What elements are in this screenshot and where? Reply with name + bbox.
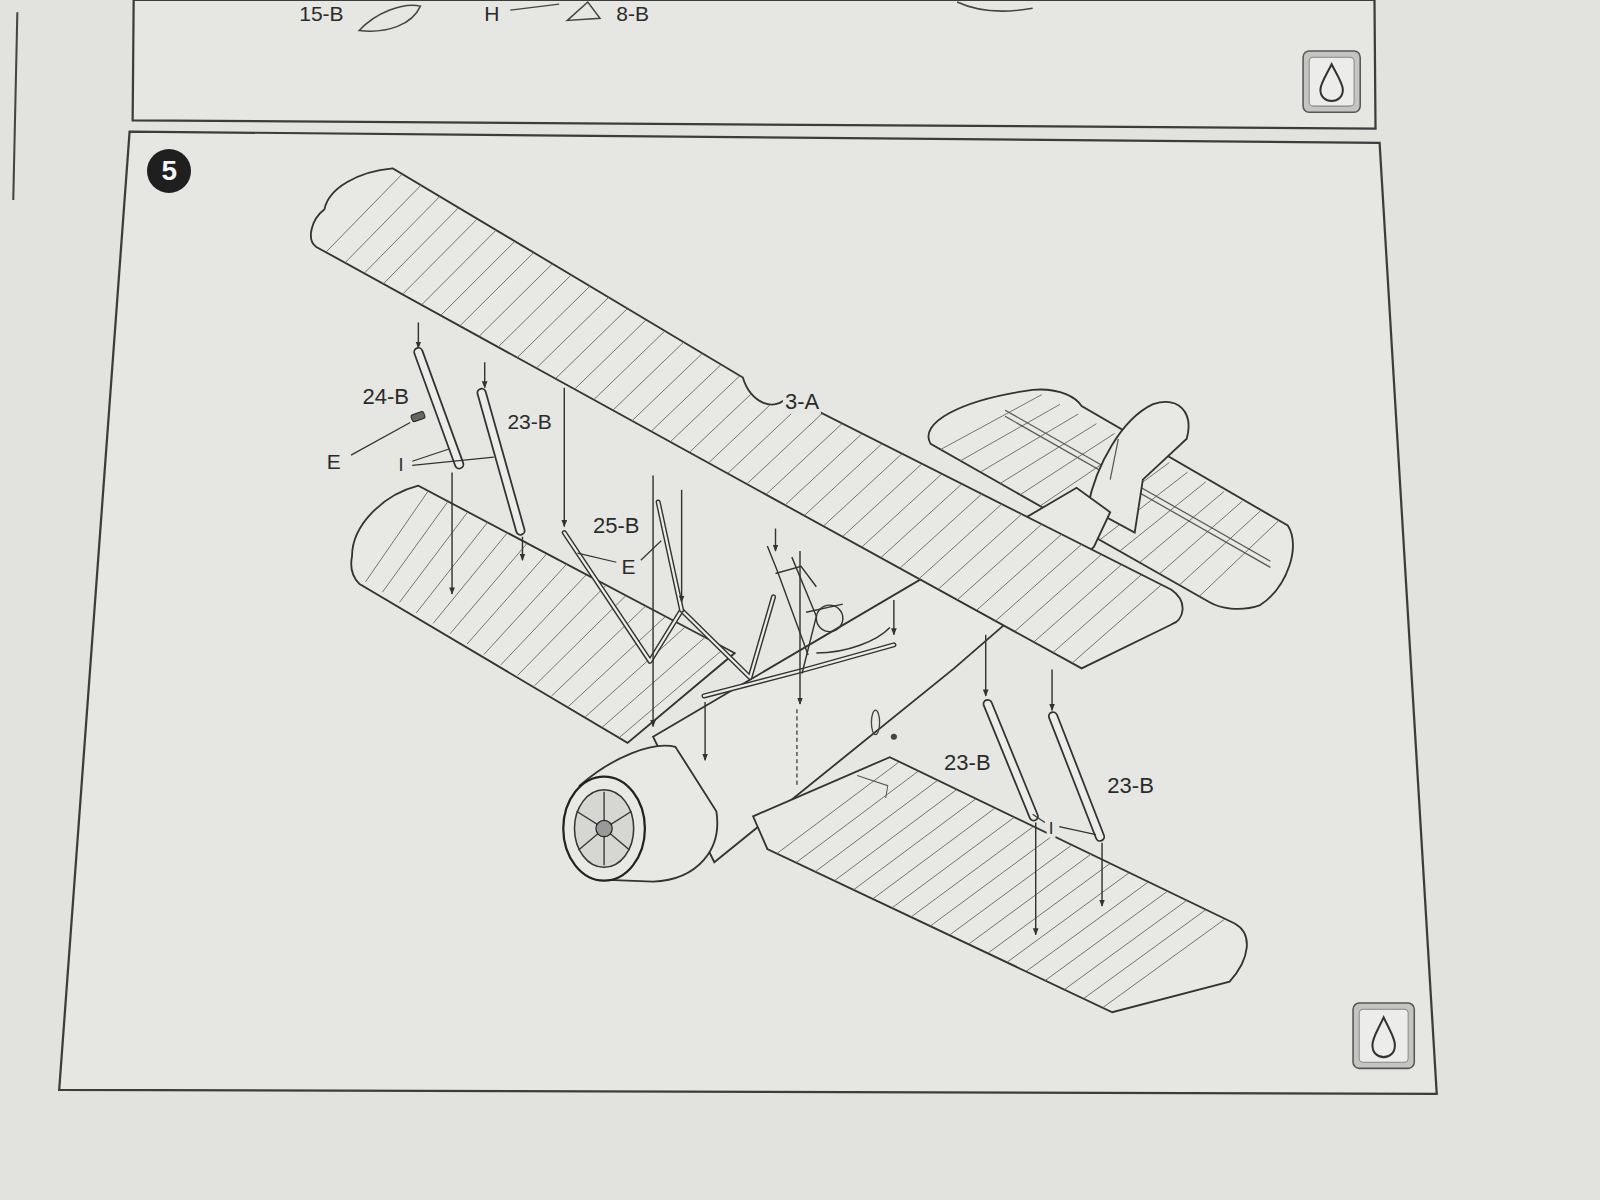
wing-rib — [551, 606, 645, 696]
wing-rib — [796, 771, 918, 863]
part-number: E — [620, 556, 638, 579]
wing-rib — [785, 426, 870, 505]
wing-rib — [632, 342, 714, 421]
wing-rib — [777, 762, 899, 854]
wing-rib — [484, 564, 567, 654]
wing-rib — [766, 416, 850, 495]
alignment-line — [796, 709, 797, 786]
wing-rib — [1084, 910, 1206, 999]
leader-line — [510, 4, 559, 10]
wing-rib — [873, 808, 995, 899]
fuselage-detail — [891, 734, 897, 740]
fuselage-detail — [871, 710, 879, 734]
part-sketch — [359, 5, 420, 31]
part-number: I — [397, 456, 406, 476]
wing-rib — [804, 437, 889, 516]
wing-rib — [1103, 919, 1225, 1008]
part-number: H — [482, 3, 501, 26]
wing-rib — [1045, 891, 1167, 980]
interplane-struts — [418, 352, 1100, 837]
part-sketch — [957, 2, 1033, 11]
wing-rib — [1026, 882, 1148, 972]
wing-rib — [383, 205, 461, 284]
wing-rib — [460, 247, 539, 326]
wing-rib — [594, 321, 675, 400]
wing-rib — [689, 374, 772, 453]
wing-rib — [382, 501, 448, 592]
part-number: E — [325, 451, 343, 474]
step-frame — [59, 132, 1437, 1094]
cabane-struts — [564, 502, 894, 696]
wing-rib — [613, 332, 695, 411]
wing-rib — [969, 854, 1091, 944]
wing-rib — [842, 458, 928, 537]
previous-step-frame — [133, 0, 1376, 129]
wing-rib — [422, 226, 500, 305]
step-number-badge: 5 — [147, 149, 191, 193]
glue-icon — [1303, 51, 1360, 112]
part-number: 23-B — [505, 411, 553, 434]
wing-rib — [326, 174, 403, 253]
wing-rib — [575, 311, 656, 390]
part-number: 3-A — [783, 390, 821, 414]
wing-rib — [854, 799, 976, 890]
part-number: 24-B — [360, 385, 410, 409]
wing-rib — [892, 817, 1014, 908]
upper-wing — [311, 168, 1183, 668]
wing-rib — [1064, 900, 1186, 989]
wing-rib — [911, 826, 1033, 917]
wing-rib — [988, 863, 1110, 953]
part-number: I — [1047, 819, 1056, 838]
part-number: 8-B — [614, 3, 651, 26]
wing-rib — [399, 512, 467, 603]
part-sketch — [567, 2, 600, 20]
wing-rib — [651, 353, 733, 432]
wing-rib — [364, 195, 441, 274]
wing-rib — [930, 836, 1052, 926]
glue-icon — [1353, 1003, 1414, 1068]
adjacent-frame-edge — [13, 12, 17, 200]
wing-rib — [536, 290, 616, 369]
wing-rib — [518, 585, 606, 675]
part-number: 23-B — [1105, 774, 1155, 798]
wing-rib — [815, 780, 937, 871]
wing-rib — [479, 258, 558, 337]
wing-rib — [345, 184, 422, 263]
wing-rib — [402, 216, 480, 295]
wing-rib — [555, 300, 636, 379]
part-number: 23-B — [942, 751, 992, 775]
part-number: 25-B — [591, 513, 641, 537]
part-number: 15-B — [297, 3, 345, 26]
placement-arrows — [418, 322, 1102, 934]
wing-rib — [366, 491, 429, 582]
step-number: 5 — [162, 157, 178, 185]
cockpit-detail — [767, 546, 889, 674]
wing-rib — [834, 789, 956, 880]
wing-rib — [709, 384, 792, 463]
rudder-hinge — [1110, 439, 1118, 480]
leader-lines — [351, 422, 1096, 834]
lower-right-wing — [753, 757, 1247, 1012]
wing-rib — [747, 405, 831, 484]
wing-rib — [1007, 873, 1129, 963]
wing-rib — [501, 575, 587, 665]
wing-rib — [498, 268, 578, 347]
wing-rib — [517, 279, 597, 358]
wing-rib — [823, 448, 908, 527]
engine-cowling — [563, 746, 717, 882]
part-e-tab — [411, 411, 426, 422]
wing-rib — [441, 237, 520, 316]
wing-rib — [670, 363, 753, 442]
wing-rib — [949, 845, 1071, 935]
wing-rib — [1072, 585, 1162, 664]
